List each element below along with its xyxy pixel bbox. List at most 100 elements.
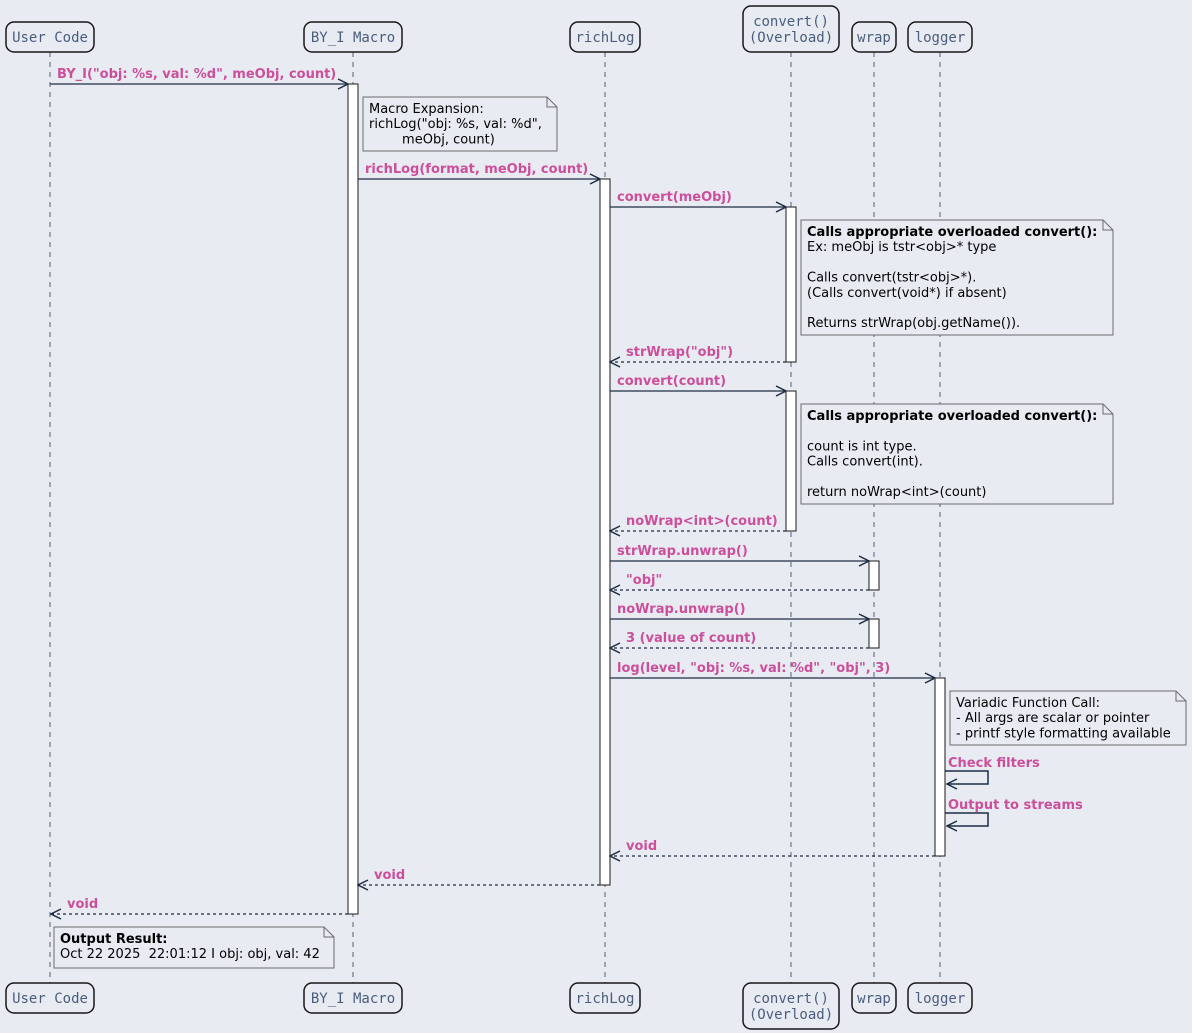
note-line: - All args are scalar or pointer — [956, 711, 1150, 726]
participant-richlog-bottom: richLog — [569, 982, 641, 1014]
activation-bar-convert — [785, 390, 797, 532]
message-return: void — [610, 839, 935, 856]
note-box — [53, 926, 335, 969]
participant-user-bottom: User Code — [5, 982, 95, 1014]
note-line: Ex: meObj is tstr<obj>* type — [807, 240, 996, 255]
message-label: BY_I("obj: %s, val: %d", meObj, count) — [57, 67, 336, 82]
message-label: "obj" — [626, 573, 662, 588]
participant-label: (Overload) — [749, 30, 833, 46]
activation-bar-wrap — [868, 618, 880, 649]
participant-box — [907, 982, 973, 1014]
activation-bar-macro — [347, 83, 359, 915]
participant-box — [742, 5, 840, 53]
participant-box — [5, 982, 95, 1014]
participant-label: BY_I Macro — [311, 991, 395, 1007]
message-label: Output to streams — [948, 798, 1083, 813]
participant-label: convert() — [753, 14, 829, 30]
note-line: Calls appropriate overloaded convert(): — [807, 409, 1097, 424]
participant-label: richLog — [575, 30, 634, 46]
participant-label: (Overload) — [749, 1007, 833, 1023]
note-line: Calls convert(tstr<obj>*). — [807, 271, 976, 286]
note-box — [800, 219, 1114, 336]
activation-bar-wrap — [868, 560, 880, 591]
note-variadic: Variadic Function Call:- All args are sc… — [949, 690, 1187, 746]
message-return: 3 (value of count) — [610, 631, 869, 648]
note-line: Calls convert(int). — [807, 455, 923, 470]
note-box — [800, 403, 1114, 505]
note-fold — [546, 97, 557, 108]
self-message-arrow — [945, 812, 989, 826]
note-fold — [1102, 220, 1113, 231]
note-line: count is int type. — [807, 439, 917, 454]
note-convert-count: Calls appropriate overloaded convert(): c… — [800, 403, 1114, 505]
participant-box — [851, 21, 897, 53]
message-label: 3 (value of count) — [626, 631, 756, 646]
message-label: void — [626, 839, 657, 854]
message-self: Check filters — [945, 756, 1040, 784]
message-return: strWrap("obj") — [610, 345, 786, 362]
participant-label: wrap — [857, 30, 891, 46]
message-self: Output to streams — [945, 798, 1083, 826]
message-label: strWrap.unwrap() — [617, 544, 748, 559]
message-call: richLog(format, meObj, count) — [358, 162, 600, 179]
participant-box — [907, 21, 973, 53]
message-label: convert(meObj) — [617, 190, 732, 205]
participant-box — [303, 982, 403, 1014]
note-line: Variadic Function Call: — [956, 696, 1100, 711]
message-label: void — [374, 868, 405, 883]
message-call: strWrap.unwrap() — [610, 544, 869, 561]
message-call: noWrap.unwrap() — [610, 602, 869, 619]
participant-label: convert() — [753, 991, 829, 1007]
note-convert-meobj: Calls appropriate overloaded convert():E… — [800, 219, 1114, 336]
participant-convert-bottom: convert()(Overload) — [742, 982, 840, 1030]
note-fold — [1102, 404, 1113, 415]
message-label: Check filters — [948, 756, 1040, 771]
message-return: noWrap<int>(count) — [610, 514, 786, 531]
participant-box — [851, 982, 897, 1014]
participant-box — [303, 21, 403, 53]
participant-box — [5, 21, 95, 53]
note-line: meObj, count) — [369, 132, 495, 147]
participant-label: richLog — [575, 991, 634, 1007]
activation-bar-logger — [934, 677, 946, 857]
message-label: strWrap("obj") — [626, 345, 733, 360]
participant-wrap-top: wrap — [851, 21, 897, 53]
participant-label: logger — [915, 991, 966, 1007]
participant-convert-top: convert()(Overload) — [742, 5, 840, 53]
note-macro-expansion: Macro Expansion:richLog("obj: %s, val: %… — [362, 96, 558, 152]
message-call: log(level, "obj: %s, val: %d", "obj", 3) — [610, 661, 935, 678]
message-call: convert(meObj) — [610, 190, 786, 207]
message-call: convert(count) — [610, 374, 786, 391]
participant-logger-bottom: logger — [907, 982, 973, 1014]
participant-macro-top: BY_I Macro — [303, 21, 403, 53]
message-call: BY_I("obj: %s, val: %d", meObj, count) — [50, 67, 348, 84]
participant-user-top: User Code — [5, 21, 95, 53]
note-line: Macro Expansion: — [369, 102, 484, 117]
participant-macro-bottom: BY_I Macro — [303, 982, 403, 1014]
participant-logger-top: logger — [907, 21, 973, 53]
participant-label: wrap — [857, 991, 891, 1007]
message-label: noWrap.unwrap() — [617, 602, 746, 617]
participant-label: logger — [915, 30, 966, 46]
activation-bar-richlog — [599, 178, 611, 886]
participant-box — [569, 21, 641, 53]
participant-label: User Code — [12, 30, 88, 46]
participant-label: User Code — [12, 991, 88, 1007]
participant-richlog-top: richLog — [569, 21, 641, 53]
message-return: "obj" — [610, 573, 869, 590]
note-line: - printf style formatting available — [956, 726, 1171, 741]
activation-bar-convert — [785, 206, 797, 363]
note-line: (Calls convert(void*) if absent) — [807, 286, 1007, 301]
note-output-result: Output Result:Oct 22 2025 22:01:12 I obj… — [53, 926, 335, 969]
participant-box — [569, 982, 641, 1014]
note-line: Oct 22 2025 22:01:12 I obj: obj, val: 42 — [60, 947, 320, 962]
note-line: Output Result: — [60, 932, 168, 947]
participant-label: BY_I Macro — [311, 30, 395, 46]
note-box — [362, 96, 558, 152]
message-return: void — [358, 868, 600, 885]
note-fold — [323, 927, 334, 938]
self-message-arrow — [945, 770, 989, 784]
note-line: richLog("obj: %s, val: %d", — [369, 117, 542, 132]
message-label: convert(count) — [617, 374, 726, 389]
